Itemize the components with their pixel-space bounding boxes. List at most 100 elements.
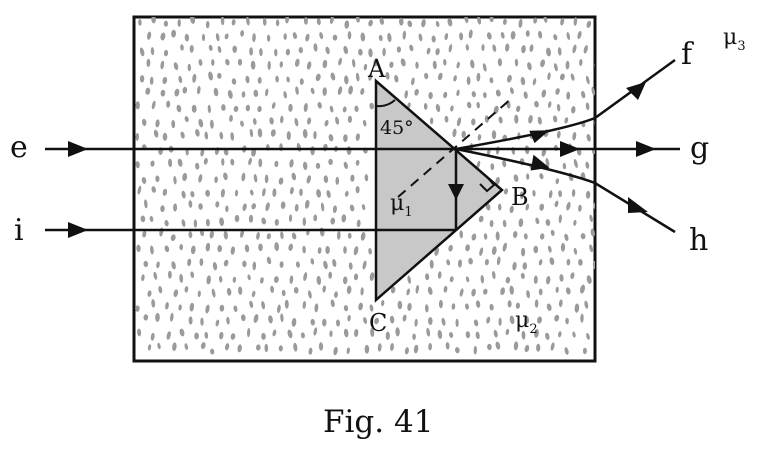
texture-dot [188, 231, 193, 239]
texture-dot [404, 90, 408, 99]
texture-dot [586, 275, 592, 284]
texture-dot [328, 271, 333, 279]
texture-dot [548, 190, 553, 199]
texture-dot [293, 342, 298, 352]
texture-dot [500, 31, 505, 39]
ray-f-label: f [681, 37, 694, 72]
ray-g-label: g [690, 131, 709, 166]
texture-dot [333, 346, 338, 356]
texture-dot [486, 32, 492, 40]
texture-dot [354, 329, 359, 337]
texture-dot [526, 290, 530, 299]
texture-dot [449, 332, 454, 338]
texture-dot [538, 288, 543, 296]
ray-h-label: h [689, 223, 708, 258]
right-angle-marker [479, 176, 496, 193]
texture-dot [275, 19, 280, 27]
texture-dot [139, 75, 145, 83]
texture-dot [518, 218, 524, 227]
texture-dot [459, 32, 464, 41]
texture-dot [483, 288, 488, 295]
texture-dot [525, 316, 530, 324]
texture-dot [356, 219, 361, 228]
texture-dot [317, 101, 322, 109]
texture-dot [230, 333, 236, 340]
texture-dot [509, 205, 514, 214]
texture-dot [173, 289, 179, 298]
texture-dot [137, 185, 142, 195]
texture-dot [480, 275, 485, 284]
texture-dot [513, 341, 519, 351]
texture-dot [136, 244, 141, 252]
texture-dot [234, 189, 239, 197]
texture-dot [353, 273, 359, 281]
texture-dot [471, 91, 476, 98]
texture-dot [343, 134, 348, 142]
texture-dot [302, 217, 306, 227]
texture-dot [438, 299, 443, 309]
texture-dot [335, 116, 340, 125]
texture-dot [495, 231, 500, 241]
texture-dot [572, 331, 576, 338]
texture-dot [166, 331, 171, 340]
texture-dot [541, 89, 547, 98]
texture-dot [180, 44, 184, 51]
texture-dot [547, 245, 552, 253]
texture-dot [435, 103, 441, 113]
texture-dot [355, 17, 360, 23]
texture-dot [299, 188, 303, 196]
texture-dot [261, 301, 266, 310]
texture-dot [475, 331, 480, 340]
texture-dot [355, 72, 360, 82]
texture-dot [135, 161, 140, 169]
mu-2-label: μ2 [515, 308, 538, 337]
texture-dot [448, 44, 453, 53]
texture-dot [219, 131, 224, 140]
texture-dot [198, 174, 203, 183]
texture-dot [406, 288, 410, 296]
texture-dot [513, 174, 519, 182]
texture-dot [211, 288, 216, 298]
texture-dot [302, 129, 308, 139]
texture-dot [337, 86, 343, 95]
texture-dot [443, 91, 448, 99]
texture-dot [534, 100, 539, 108]
texture-dot [287, 329, 293, 339]
texture-dot [509, 285, 514, 295]
texture-dot [343, 246, 347, 254]
texture-dot [335, 176, 340, 185]
texture-dot [246, 17, 250, 26]
texture-dot [423, 103, 428, 110]
texture-dot [431, 35, 436, 43]
texture-dot [557, 47, 562, 56]
texture-dot [447, 17, 453, 27]
texture-dot [347, 31, 352, 40]
texture-dot [164, 220, 169, 227]
texture-dot [570, 272, 575, 280]
texture-dot [556, 103, 561, 112]
texture-dot [206, 275, 211, 285]
texture-dot [566, 91, 571, 100]
texture-dot [363, 317, 368, 324]
texture-dot [160, 32, 166, 41]
texture-dot [274, 219, 279, 226]
texture-dot [305, 33, 310, 42]
texture-dot [251, 290, 256, 298]
texture-dot [291, 232, 297, 240]
arrow-f-inner [529, 130, 550, 144]
texture-dot [477, 134, 482, 141]
texture-dot [466, 76, 471, 85]
texture-dot [325, 246, 330, 254]
texture-dot [566, 201, 571, 211]
texture-dot [481, 44, 485, 51]
texture-dot [150, 47, 155, 56]
texture-dot [483, 92, 487, 99]
texture-dot [596, 288, 601, 297]
texture-dot [141, 118, 147, 127]
texture-dot [471, 233, 477, 241]
texture-dot [547, 72, 551, 81]
texture-dot [402, 314, 407, 322]
texture-dot [322, 318, 327, 327]
texture-dot [574, 303, 580, 313]
texture-dot [174, 88, 180, 97]
